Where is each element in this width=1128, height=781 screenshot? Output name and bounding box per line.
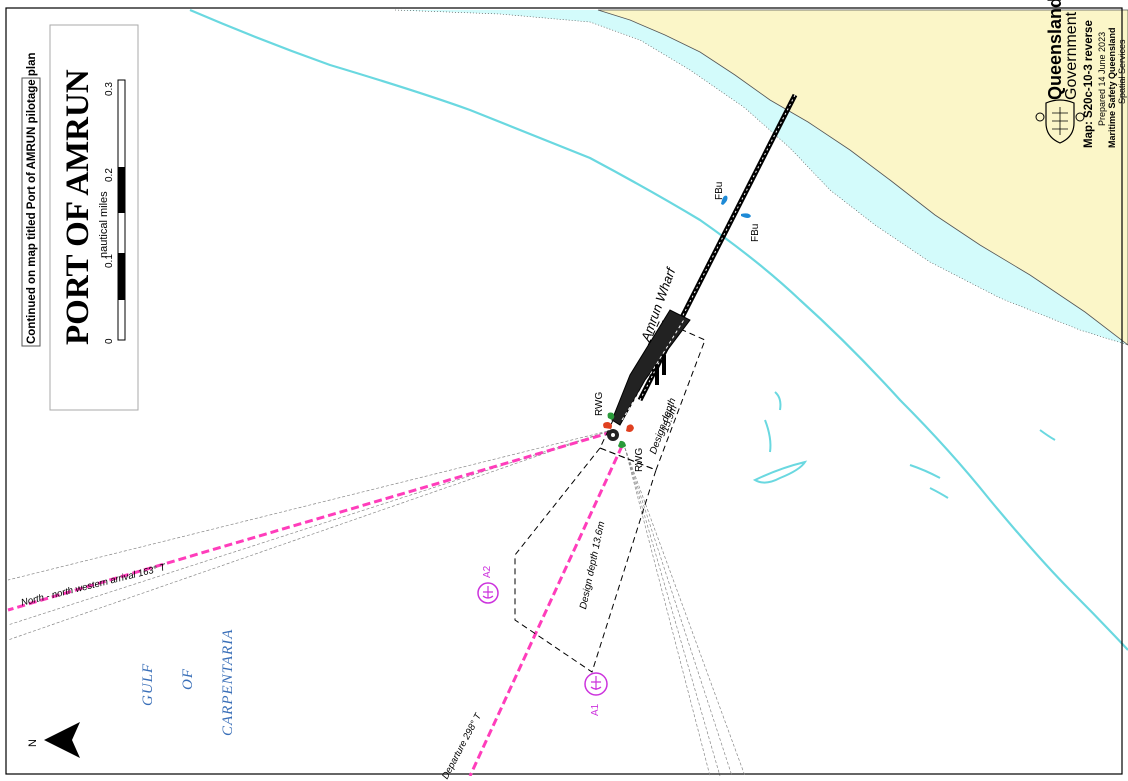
depth-contour xyxy=(394,9,1128,346)
scale-bar xyxy=(117,79,126,341)
departure-track xyxy=(468,445,624,776)
rwg-label-2: RWG xyxy=(634,447,645,472)
north-label: N xyxy=(27,739,39,747)
gulf-label-3: CARPENTARIA xyxy=(220,628,236,736)
anchor-icon xyxy=(482,586,494,599)
publisher-sub: Government xyxy=(1063,11,1080,100)
amrun-wharf xyxy=(611,93,798,426)
mooring-dolphin-icon xyxy=(607,429,619,441)
anchorage-a1 xyxy=(584,672,608,696)
nw-arrival-track xyxy=(7,430,613,612)
gulf-label-2: OF xyxy=(180,668,196,690)
scale-tick-0: 0 xyxy=(104,338,115,344)
map-id: Map: S20c-10-3 reverse xyxy=(1083,20,1095,148)
continued-note-box xyxy=(21,77,41,347)
leading-lines xyxy=(7,429,746,776)
scale-unit-label: nautical miles xyxy=(98,191,110,258)
continued-note: Continued on map titled Port of AMRUN pi… xyxy=(26,52,38,344)
scale-tick-2: 0.2 xyxy=(104,168,115,182)
fbu-label-1: FBu xyxy=(714,181,725,200)
buoy-icon xyxy=(603,412,634,448)
reef-patches xyxy=(752,391,1056,499)
prepared-date: Prepared 14 June 2023 xyxy=(1097,31,1107,126)
anchorage-a2 xyxy=(477,582,499,604)
scale-tick-1: 0.1 xyxy=(104,254,115,268)
fbu-buoy-icon xyxy=(721,195,751,218)
north-arrow-icon xyxy=(44,722,80,758)
division-name: Spatial Services xyxy=(1117,39,1127,104)
map-border xyxy=(5,7,1123,775)
gulf-label-1: GULF xyxy=(140,662,156,706)
fbu-label-2: FBu xyxy=(750,223,761,242)
port-title: PORT OF AMRUN xyxy=(60,69,96,345)
anchorage-a1-label: A1 xyxy=(590,703,601,716)
agency-name: Maritime Safety Queensland xyxy=(1107,27,1117,148)
reef-line xyxy=(189,8,1128,651)
rwg-label-1: RWG xyxy=(594,391,605,416)
anchor-icon xyxy=(590,676,602,690)
anchorage-a2-label: A2 xyxy=(482,565,493,578)
queensland-crest-icon xyxy=(1035,99,1085,144)
scale-tick-3: 0.3 xyxy=(104,82,115,96)
land-area xyxy=(597,9,1128,346)
dredged-area-outer xyxy=(514,447,657,673)
